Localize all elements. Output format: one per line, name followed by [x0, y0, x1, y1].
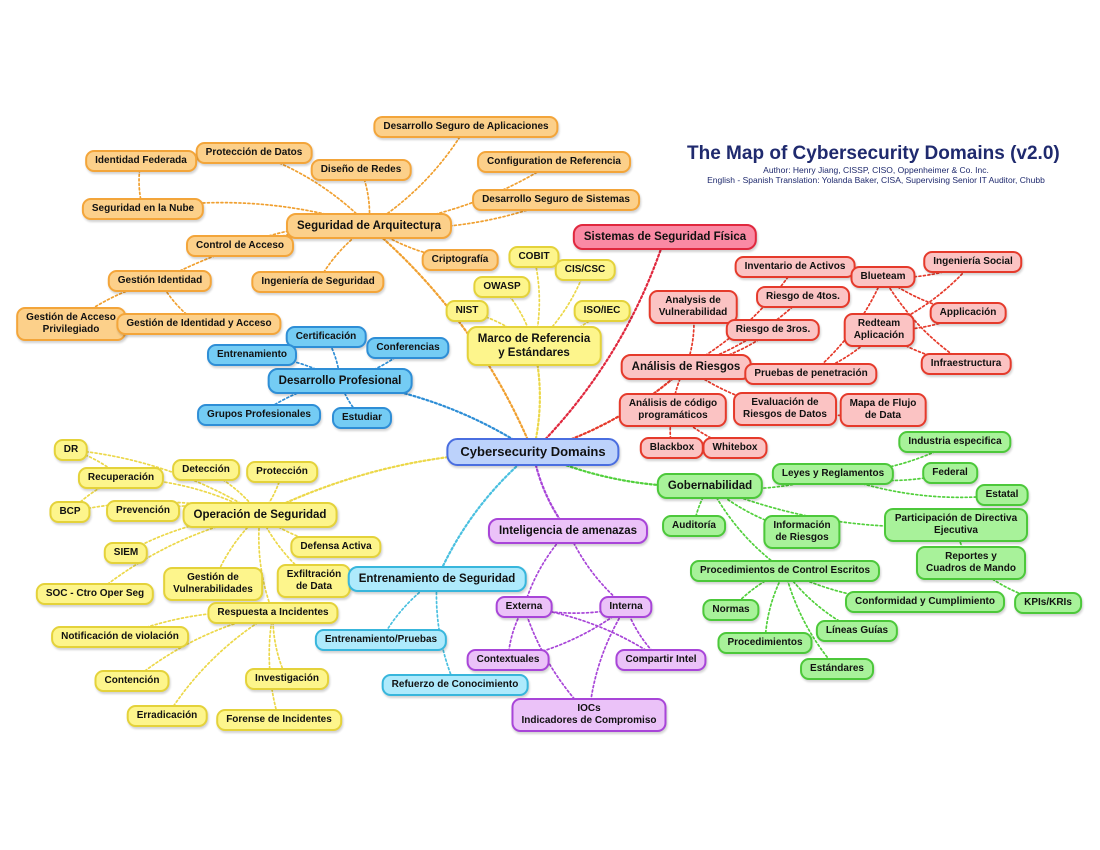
node-ids[interactable]: Ingeniería de Seguridad	[251, 271, 385, 293]
node-rai[interactable]: Respuesta a Incidentes	[207, 602, 339, 624]
node-ia[interactable]: Inteligencia de amenazas	[487, 518, 649, 544]
node-iso[interactable]: ISO/IEC	[573, 300, 631, 322]
node-pce[interactable]: Procedimientos de Control Escritos	[689, 560, 881, 582]
node-bcp[interactable]: BCP	[49, 501, 91, 523]
node-ext[interactable]: Externa	[495, 596, 553, 618]
node-lg[interactable]: Líneas Guías	[815, 620, 899, 642]
node-owa[interactable]: OWASP	[473, 276, 531, 298]
node-aud[interactable]: Auditoría	[662, 515, 726, 537]
node-ddr[interactable]: Diseño de Redes	[310, 159, 412, 181]
map-title: The Map of Cybersecurity Domains (v2.0)	[687, 143, 1060, 164]
node-dsa[interactable]: Desarrollo Seguro de Aplicaciones	[373, 116, 559, 138]
node-kpi[interactable]: KPIs/KRIs	[1014, 592, 1082, 614]
node-cda[interactable]: Control de Acceso	[186, 235, 294, 257]
node-pdp[interactable]: Pruebas de penetración	[744, 363, 878, 385]
node-lyr[interactable]: Leyes y Reglamentos	[771, 463, 895, 485]
node-r3[interactable]: Riesgo de 3ros.	[725, 319, 821, 341]
node-dr[interactable]: DR	[53, 439, 89, 461]
translation-credit: English - Spanish Translation: Yolanda B…	[707, 175, 1045, 185]
node-idr[interactable]: Información de Riesgos	[763, 515, 841, 549]
node-app[interactable]: Applicación	[929, 302, 1007, 324]
title-block: The Map of Cybersecurity Domains (v2.0) …	[687, 143, 1067, 185]
link-rai-fdi	[268, 612, 280, 721]
node-cin[interactable]: Compartir Intel	[615, 649, 707, 671]
node-ins[interactable]: Ingeniería Social	[923, 251, 1023, 273]
node-dss[interactable]: Desarrollo Seguro de Sistemas	[472, 189, 640, 211]
node-esta[interactable]: Estatal	[975, 484, 1029, 506]
node-crp[interactable]: Criptografía	[421, 249, 499, 271]
node-enp[interactable]: Entrenamiento/Pruebas	[314, 629, 448, 651]
link-root-arq	[367, 224, 535, 454]
node-soc[interactable]: SOC - Ctro Oper Seg	[35, 583, 155, 605]
node-rec[interactable]: Recuperación	[77, 467, 165, 489]
node-ctx[interactable]: Contextuales	[466, 649, 550, 671]
node-ent[interactable]: Entrenamiento	[206, 344, 298, 366]
node-cis[interactable]: CIS/CSC	[554, 259, 616, 281]
node-cer[interactable]: Certificación	[285, 326, 367, 348]
node-con[interactable]: Conferencias	[366, 337, 450, 359]
node-iesp[interactable]: Industria especifica	[898, 431, 1012, 453]
node-ndv[interactable]: Notificación de violación	[51, 626, 189, 648]
node-pro[interactable]: Protección	[246, 461, 318, 483]
node-det[interactable]: Detección	[172, 459, 240, 481]
node-siem[interactable]: SIEM	[103, 542, 149, 564]
node-ina[interactable]: Inventario de Activos	[734, 256, 856, 278]
author-credit: Author: Henry Jiang, CISSP, CISO, Oppenh…	[763, 165, 989, 175]
node-root[interactable]: Cybersecurity Domains	[446, 438, 620, 466]
node-nis[interactable]: NIST	[445, 300, 489, 322]
node-avu[interactable]: Analysis de Vulnerabilidad	[648, 290, 738, 324]
node-gid[interactable]: Gestión Identidad	[107, 270, 213, 292]
node-erd[interactable]: Evaluación de Riesgos de Datos	[733, 392, 837, 426]
node-r4[interactable]: Riesgo de 4tos.	[756, 286, 850, 308]
node-dp[interactable]: Desarrollo Profesional	[267, 368, 413, 394]
node-gpr[interactable]: Grupos Profesionales	[197, 404, 321, 426]
node-cob[interactable]: COBIT	[508, 246, 560, 268]
node-blu[interactable]: Blueteam	[850, 266, 916, 288]
node-exf[interactable]: Exfiltración de Data	[276, 564, 352, 598]
node-inv[interactable]: Investigación	[245, 668, 329, 690]
node-pde[interactable]: Participación de Directiva Ejecutiva	[884, 508, 1028, 542]
node-fdi[interactable]: Forense de Incidentes	[216, 709, 342, 731]
node-ioc[interactable]: IOCs Indicadores de Compromiso	[511, 698, 667, 732]
link-acp-bbx	[669, 409, 674, 449]
node-gvu[interactable]: Gestión de Vulnerabilidades	[163, 567, 263, 601]
node-pre[interactable]: Prevención	[106, 500, 180, 522]
node-red[interactable]: Redteam Aplicación	[843, 313, 915, 347]
node-sen[interactable]: Seguridad en la Nube	[81, 198, 205, 220]
link-root-ar	[531, 365, 688, 454]
node-prc[interactable]: Procedimientos	[717, 632, 813, 654]
node-nor[interactable]: Normas	[702, 599, 760, 621]
node-inf[interactable]: Infraestructura	[920, 353, 1012, 375]
node-fed[interactable]: Federal	[922, 462, 978, 484]
node-pdd[interactable]: Protección de Datos	[195, 142, 313, 164]
node-gap[interactable]: Gestión de Acceso Privilegiado	[16, 307, 126, 341]
node-idf[interactable]: Identidad Federada	[85, 150, 197, 172]
node-cyc[interactable]: Conformidad y Cumplimiento	[845, 591, 1005, 613]
node-gob[interactable]: Gobernabilidad	[656, 473, 764, 499]
node-err[interactable]: Erradicación	[126, 705, 208, 727]
node-int[interactable]: Interna	[599, 596, 653, 618]
node-arq[interactable]: Seguridad de Arquitectuŗa	[286, 213, 452, 239]
node-rfc[interactable]: Refuerzo de Conocimiento	[381, 674, 529, 696]
node-acp[interactable]: Análisis de código programáticos	[618, 393, 728, 427]
node-ryc[interactable]: Reportes y Cuadros de Mando	[915, 546, 1027, 580]
node-os[interactable]: Operación de Seguridad	[182, 502, 338, 528]
node-mre[interactable]: Marco de Referencia y Estándares	[466, 326, 602, 366]
node-bbx[interactable]: Blackbox	[639, 437, 705, 459]
node-es[interactable]: Entrenamiento de Seguridad	[347, 566, 527, 592]
node-est[interactable]: Estudiar	[331, 407, 393, 429]
link-root-sf	[531, 235, 667, 454]
node-dfa[interactable]: Defensa Activa	[290, 536, 382, 558]
node-cnt[interactable]: Contención	[94, 670, 170, 692]
node-wbx[interactable]: Whitebox	[702, 437, 768, 459]
node-gia[interactable]: Gestión de Identidad y Acceso	[116, 313, 282, 335]
node-mfd[interactable]: Mapa de Flujo de Data	[839, 393, 927, 427]
node-sf[interactable]: Sistemas de Seguridad Física	[572, 224, 758, 250]
node-std[interactable]: Estándares	[800, 658, 874, 680]
node-cdr[interactable]: Configuration de Referencia	[477, 151, 631, 173]
node-ar[interactable]: Análisis de Riesgos	[620, 354, 752, 380]
